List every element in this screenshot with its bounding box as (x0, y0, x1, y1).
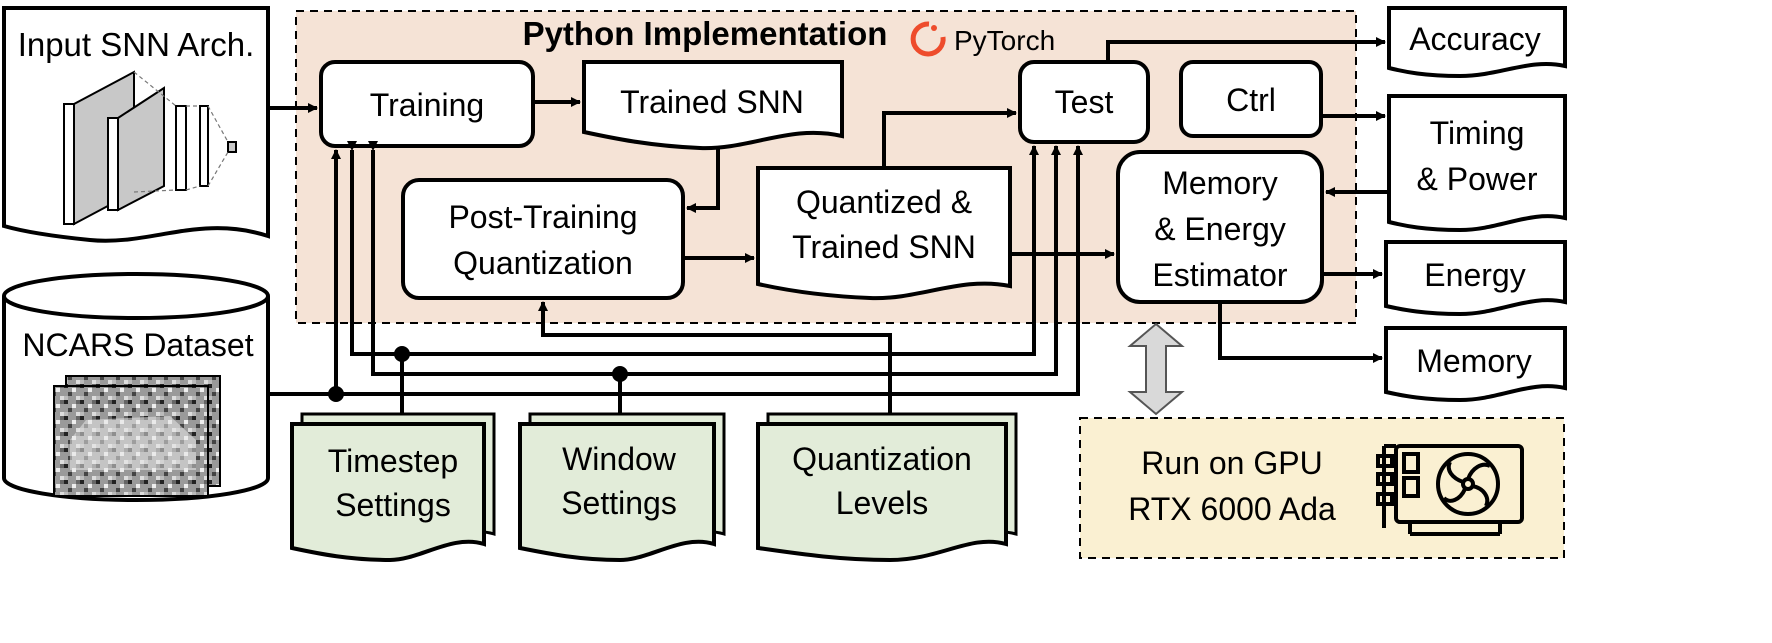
pytorch-logo-text: PyTorch (954, 25, 1055, 56)
energy-doc (1384, 240, 1567, 317)
energy-label: Energy (1424, 257, 1525, 293)
input-arch-label: Input SNN Arch. (18, 26, 255, 63)
timestep-label-1: Timestep (328, 443, 458, 479)
training-label: Training (370, 87, 484, 123)
quantization-levels-doc (756, 412, 1018, 563)
accuracy-doc (1387, 6, 1567, 79)
python-title: Python Implementation (523, 15, 888, 52)
car-image-icon (53, 375, 221, 497)
estimator-label-2: & Energy (1154, 211, 1286, 247)
quantization-label-1: Quantization (792, 441, 972, 477)
double-arrow-icon (1127, 322, 1185, 416)
timing-power-label-1: Timing (1430, 115, 1525, 151)
gpu-box (1079, 417, 1565, 559)
gpu-card-icon (1376, 444, 1524, 536)
gpu-label-1: Run on GPU (1141, 445, 1322, 481)
gpu-label-2: RTX 6000 Ada (1128, 491, 1336, 527)
ptq-label-1: Post-Training (448, 199, 637, 235)
window-label-1: Window (562, 441, 677, 477)
ctrl-block (1179, 60, 1323, 138)
ptq-block (401, 178, 685, 300)
window-settings-doc (518, 412, 726, 563)
memory-label: Memory (1416, 343, 1532, 379)
quantized-snn-doc (756, 166, 1012, 301)
trained-snn-label: Trained SNN (620, 84, 804, 120)
test-block (1018, 60, 1150, 144)
cnn-layers-icon (63, 70, 237, 226)
timestep-label-2: Settings (335, 487, 451, 523)
dataset-label: NCARS Dataset (22, 327, 253, 363)
ctrl-label: Ctrl (1226, 82, 1276, 118)
timing-power-doc (1387, 94, 1567, 233)
accuracy-label: Accuracy (1409, 21, 1541, 57)
timestep-settings-doc (290, 412, 496, 563)
estimator-label-3: Estimator (1152, 257, 1287, 293)
estimator-label-1: Memory (1162, 165, 1278, 201)
ptq-label-2: Quantization (453, 245, 633, 281)
window-label-2: Settings (561, 485, 677, 521)
memory-doc (1384, 326, 1567, 403)
timing-power-label-2: & Power (1417, 161, 1538, 197)
quantized-snn-label-1: Quantized & (796, 184, 972, 220)
test-label: Test (1055, 84, 1114, 120)
connectors (268, 37, 1389, 414)
quantization-label-2: Levels (836, 485, 929, 521)
pytorch-logo-icon (910, 21, 946, 57)
quantized-snn-label-2: Trained SNN (792, 229, 976, 265)
